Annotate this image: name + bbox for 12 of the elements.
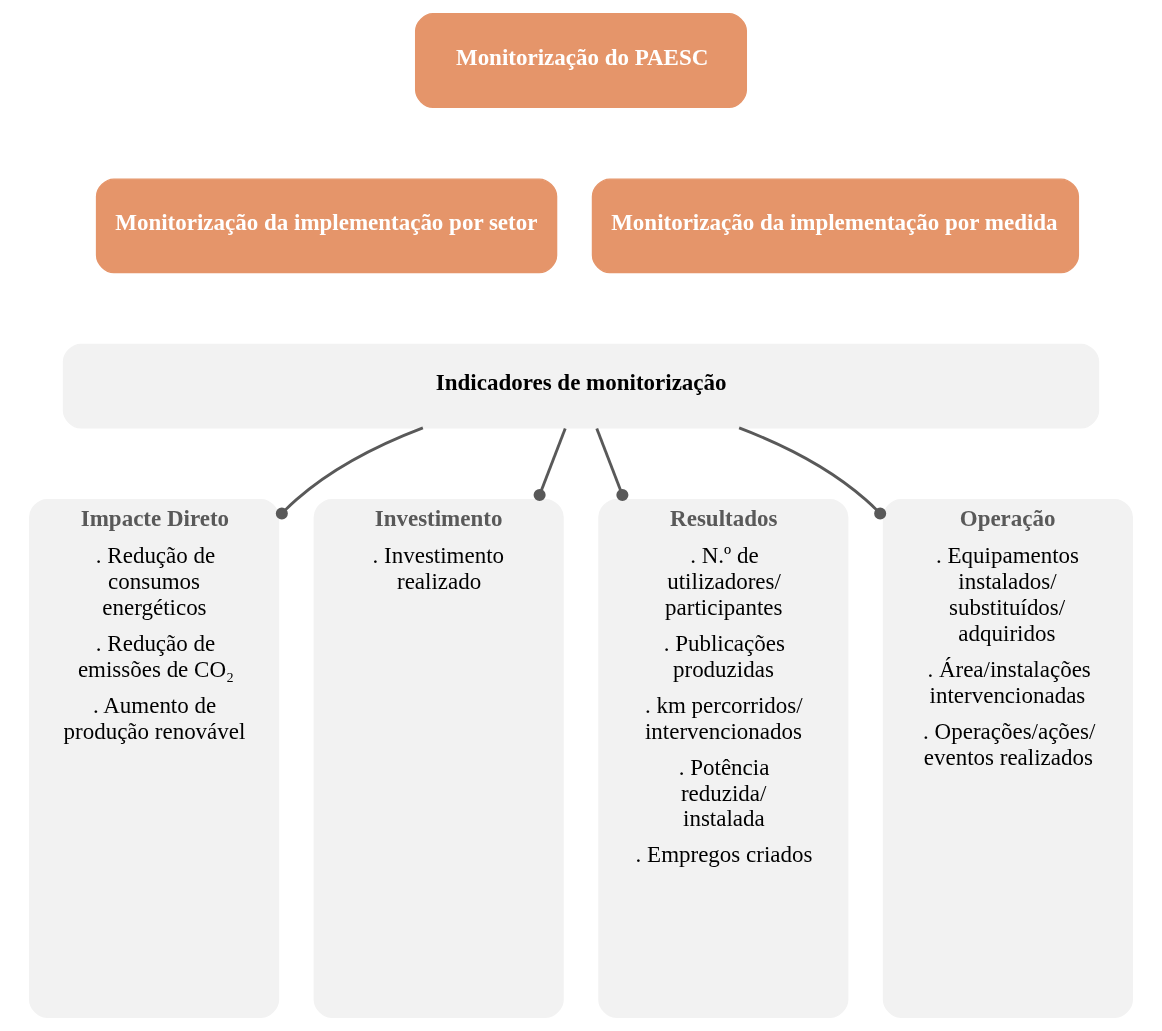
node-box: Resultados . N.º de utilizadores/ participantes . Publicações produzidas . km percorridos/ intervencionados . Potência reduzida/ instalada . Empregos criados xyxy=(598,498,849,1018)
node-box: Monitorização da implementação por medida xyxy=(591,178,1080,274)
node-box: Indicadores de monitorização xyxy=(62,343,1100,429)
node-box: Operação . Equipamentos instalados/ substituídos/ adquiridos . Área/instalações intervencionadas . Operações/ações/ eventos realizados xyxy=(882,498,1133,1018)
connector xyxy=(275,426,424,520)
node-box: Monitorização do PAESC xyxy=(414,13,747,108)
node-box: Impacte Direto . Redução de consumos energéticos . Redução de emissões de CO₂ . Aumento de produção renovável xyxy=(29,498,280,1018)
connector xyxy=(595,428,629,502)
node-box: Monitorização da implementação por setor xyxy=(95,178,558,274)
connector xyxy=(533,428,567,502)
node-box: Investimento . Investimento realizado xyxy=(313,498,564,1018)
connector xyxy=(738,426,887,520)
